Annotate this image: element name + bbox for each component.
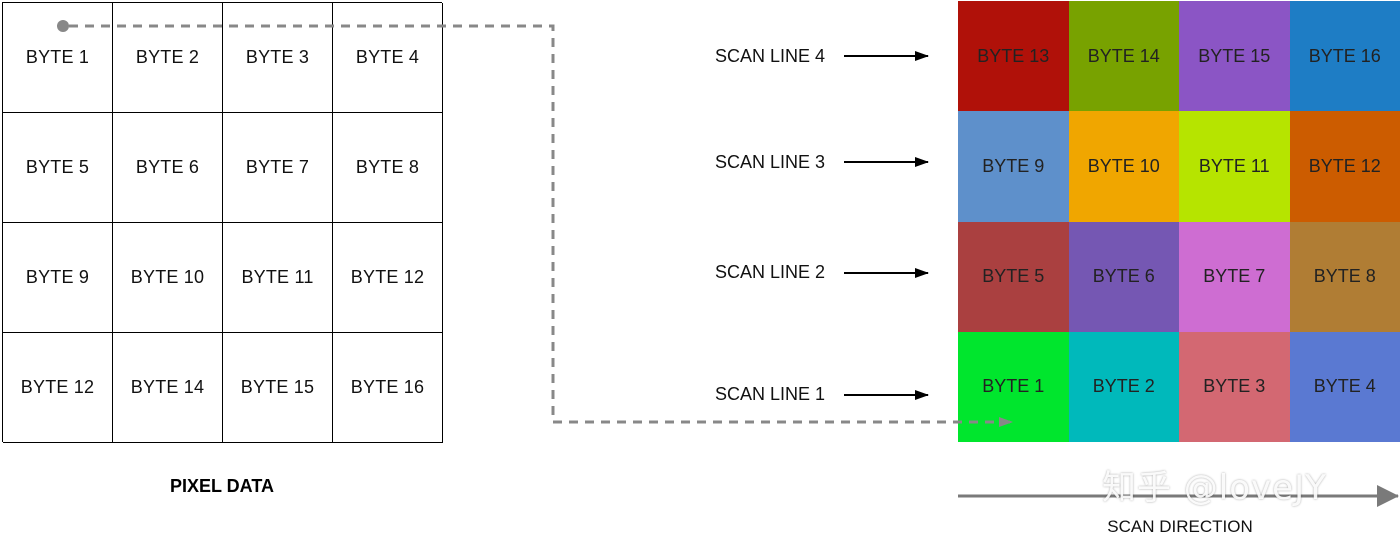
scan-byte-cell: BYTE 11 [1179,111,1290,222]
pixel-byte-cell: BYTE 3 [223,3,333,113]
pixel-byte-cell: BYTE 14 [113,333,223,443]
path-start-dot [57,20,69,32]
scan-direction-label: SCAN DIRECTION [1107,517,1253,536]
scan-line-4-label: SCAN LINE 4 [715,46,826,66]
pixel-byte-cell: BYTE 7 [223,113,333,223]
scan-byte-cell: BYTE 12 [1289,111,1400,222]
pixel-byte-cell: BYTE 10 [113,223,223,333]
pixel-byte-cell: BYTE 9 [3,223,113,333]
scan-byte-cell: BYTE 1 [958,331,1069,442]
pixel-data-caption: PIXEL DATA [169,476,274,496]
pixel-byte-cell: BYTE 15 [223,333,333,443]
dashed-mapping-path [69,24,1013,427]
pixel-byte-cell: BYTE 6 [113,113,223,223]
scan-line-3-label: SCAN LINE 3 [715,152,826,172]
scan-byte-cell: BYTE 16 [1289,1,1400,112]
pixel-byte-cell: BYTE 11 [223,223,333,333]
scan-byte-cell: BYTE 8 [1289,221,1400,332]
watermark: 知乎 @loveJY [1102,468,1327,508]
scan-byte-cell: BYTE 4 [1289,331,1400,442]
scan-byte-cell: BYTE 14 [1068,1,1179,112]
scan-byte-cell: BYTE 13 [958,1,1069,112]
pixel-byte-cell: BYTE 8 [333,113,443,223]
scan-byte-cell: BYTE 7 [1179,221,1290,332]
pixel-byte-cell: BYTE 2 [113,3,223,113]
scan-line-1-label: SCAN LINE 1 [715,384,826,404]
pixel-byte-cell: BYTE 16 [333,333,443,443]
scan-byte-cell: BYTE 3 [1179,331,1290,442]
pixel-byte-cell: BYTE 4 [333,3,443,113]
scan-byte-cell: BYTE 10 [1068,111,1179,222]
pixel-byte-cell: BYTE 12 [3,333,113,443]
pixel-byte-cell: BYTE 1 [3,3,113,113]
scan-byte-cell: BYTE 2 [1068,331,1179,442]
scan-line-2-label: SCAN LINE 2 [715,262,826,282]
scan-byte-cell: BYTE 9 [958,111,1069,222]
scan-byte-cell: BYTE 15 [1179,1,1290,112]
pixel-byte-cell: BYTE 5 [3,113,113,223]
scan-byte-cell: BYTE 5 [958,221,1069,332]
scan-byte-cell: BYTE 6 [1068,221,1179,332]
pixel-byte-cell: BYTE 12 [333,223,443,333]
